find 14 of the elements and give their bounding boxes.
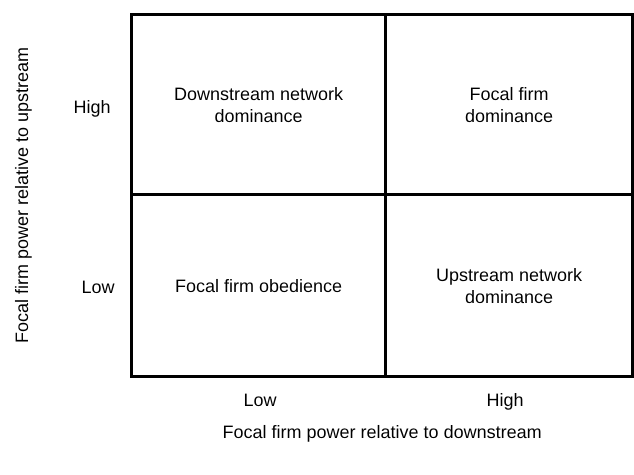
quadrant-label: Downstream network dominance	[174, 82, 344, 126]
axis-tick-label: Low	[82, 276, 115, 298]
axis-title: Focal firm power relative to downstream	[222, 421, 542, 443]
axis-title: Focal firm power relative to upstream	[11, 46, 34, 344]
axis-tick-label: High	[486, 389, 524, 411]
quadrant-cell	[130, 13, 387, 196]
quadrant-label: Focal firm dominance	[464, 82, 554, 126]
axis-tick-label: Low	[244, 389, 277, 411]
axis-tick-label: High	[74, 96, 111, 118]
quadrant-cell	[130, 193, 387, 378]
quadrant-label: Focal firm obedience	[174, 274, 344, 296]
quadrant-cell	[384, 13, 634, 196]
quadrant-cell	[384, 193, 634, 378]
quadrant-label: Upstream network dominance	[434, 264, 584, 308]
